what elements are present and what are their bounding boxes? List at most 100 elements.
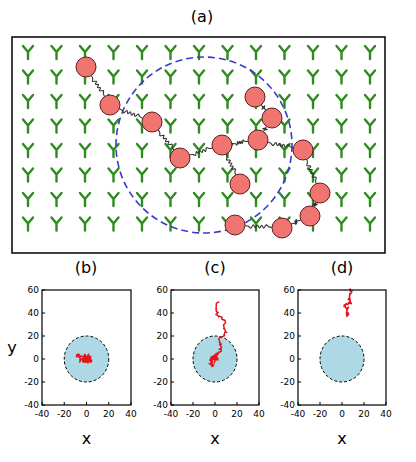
receptor-symbol — [337, 120, 347, 133]
tick-label: 40 — [28, 309, 39, 318]
receptor-symbol — [80, 193, 90, 206]
tick-mark — [298, 382, 301, 383]
receptor-symbol — [223, 95, 233, 108]
tick-mark — [298, 359, 301, 360]
tick-mark — [42, 382, 45, 383]
tick-mark — [298, 402, 299, 405]
trajectory-line — [77, 354, 92, 363]
polymer-bead — [76, 57, 96, 77]
receptor-symbol — [337, 193, 347, 206]
spring-link — [91, 75, 104, 96]
receptor-symbol — [308, 46, 318, 59]
receptor-symbol — [137, 95, 147, 108]
tick-label: 20 — [157, 332, 168, 341]
polymer-beads — [76, 57, 330, 238]
tick-mark — [237, 402, 238, 405]
polymer-bead — [262, 108, 282, 128]
tick-label: -20 — [153, 378, 168, 387]
tick-label: 20 — [358, 410, 369, 419]
polymer-bead — [142, 112, 162, 132]
receptor-symbol — [223, 46, 233, 59]
tick-mark — [42, 290, 45, 291]
tick-mark — [42, 336, 45, 337]
tick-label: 40 — [125, 410, 136, 419]
receptor-symbol — [109, 71, 119, 84]
tick-label: 20 — [231, 410, 242, 419]
tick-mark — [298, 336, 301, 337]
receptor-field — [23, 46, 375, 231]
tick-mark — [42, 402, 43, 405]
tick-label: 40 — [253, 410, 264, 419]
tick-label: -20 — [57, 410, 72, 419]
tick-label: -40 — [164, 410, 179, 419]
plot-frame — [298, 290, 386, 405]
tick-label: 60 — [28, 286, 39, 295]
receptor-symbol — [52, 120, 62, 133]
receptor-symbol — [52, 71, 62, 84]
receptor-symbol — [80, 169, 90, 182]
receptor-symbol — [365, 46, 375, 59]
panel-a-illustration — [12, 37, 385, 253]
tick-mark — [131, 402, 132, 405]
tick-mark — [108, 402, 109, 405]
tick-label: -20 — [313, 410, 328, 419]
polymer-bead — [230, 174, 250, 194]
tick-label: -20 — [186, 410, 201, 419]
tick-mark — [86, 402, 87, 405]
receptor-symbol — [337, 144, 347, 157]
tick-mark — [193, 402, 194, 405]
receptor-symbol — [109, 169, 119, 182]
tick-mark — [171, 290, 174, 291]
trajectory-panel — [42, 290, 131, 405]
receptor-symbol — [23, 95, 33, 108]
receptor-symbol — [337, 95, 347, 108]
tick-mark — [171, 313, 174, 314]
spring-links — [91, 75, 317, 228]
receptor-symbol — [166, 95, 176, 108]
receptor-symbol — [23, 218, 33, 231]
tick-label: -40 — [291, 410, 306, 419]
receptor-symbol — [23, 193, 33, 206]
axis-label: x — [337, 431, 346, 447]
receptor-symbol — [251, 169, 261, 182]
tick-label: 60 — [157, 286, 168, 295]
tick-mark — [42, 359, 45, 360]
receptor-symbol — [365, 169, 375, 182]
tick-label: 0 — [339, 410, 345, 419]
receptor-symbol — [52, 95, 62, 108]
tick-label: -20 — [24, 378, 39, 387]
polymer-bead — [212, 135, 232, 155]
receptor-symbol — [223, 120, 233, 133]
tick-label: 0 — [84, 410, 90, 419]
receptor-symbol — [109, 193, 119, 206]
polymer-bead — [100, 95, 120, 115]
receptor-symbol — [80, 218, 90, 231]
receptor-symbol — [251, 218, 261, 231]
polymer-bead — [225, 215, 245, 235]
spring-link — [245, 225, 272, 228]
tick-label: -20 — [280, 378, 295, 387]
spring-link — [307, 159, 317, 183]
tick-label: -40 — [153, 401, 168, 410]
receptor-symbol — [194, 193, 204, 206]
receptor-symbol — [109, 46, 119, 59]
tick-mark — [171, 382, 174, 383]
receptor-symbol — [80, 144, 90, 157]
axis-label: x — [82, 431, 91, 447]
receptor-symbol — [166, 120, 176, 133]
spring-link — [291, 220, 301, 225]
panel-letter: (a) — [191, 9, 213, 25]
polymer-bead — [170, 148, 190, 168]
receptor-symbol — [280, 71, 290, 84]
receptor-symbol — [223, 193, 233, 206]
spring-link — [119, 109, 142, 118]
receptor-symbol — [23, 46, 33, 59]
tick-mark — [64, 402, 65, 405]
polymer-bead — [300, 206, 320, 226]
polymer-bead — [248, 130, 268, 150]
tick-label: -40 — [24, 401, 39, 410]
receptor-symbol — [166, 46, 176, 59]
receptor-symbol — [337, 218, 347, 231]
